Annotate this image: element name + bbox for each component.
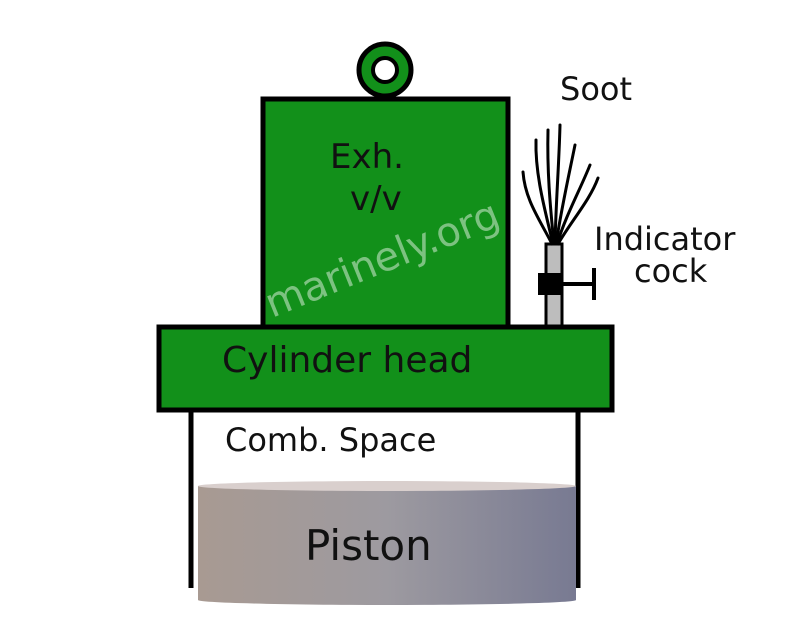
label-cylinder-head: Cylinder head xyxy=(222,340,472,381)
exhaust-valve-body xyxy=(260,96,511,331)
lifting-eye xyxy=(356,41,414,99)
piston xyxy=(198,481,576,605)
indicator-cock xyxy=(538,242,596,330)
label-exh: Exh. xyxy=(330,137,404,177)
label-indicator: Indicator xyxy=(594,220,736,258)
label-cock: cock xyxy=(634,252,708,290)
label-piston: Piston xyxy=(305,521,432,570)
cylinder-head xyxy=(156,324,615,413)
label-comb-space: Comb. Space xyxy=(225,421,436,459)
indicator-valve-block xyxy=(538,273,562,295)
soot-plume xyxy=(521,123,600,246)
cylinder-liner xyxy=(188,410,581,588)
label-vv: v/v xyxy=(350,179,402,219)
label-soot: Soot xyxy=(560,70,632,108)
